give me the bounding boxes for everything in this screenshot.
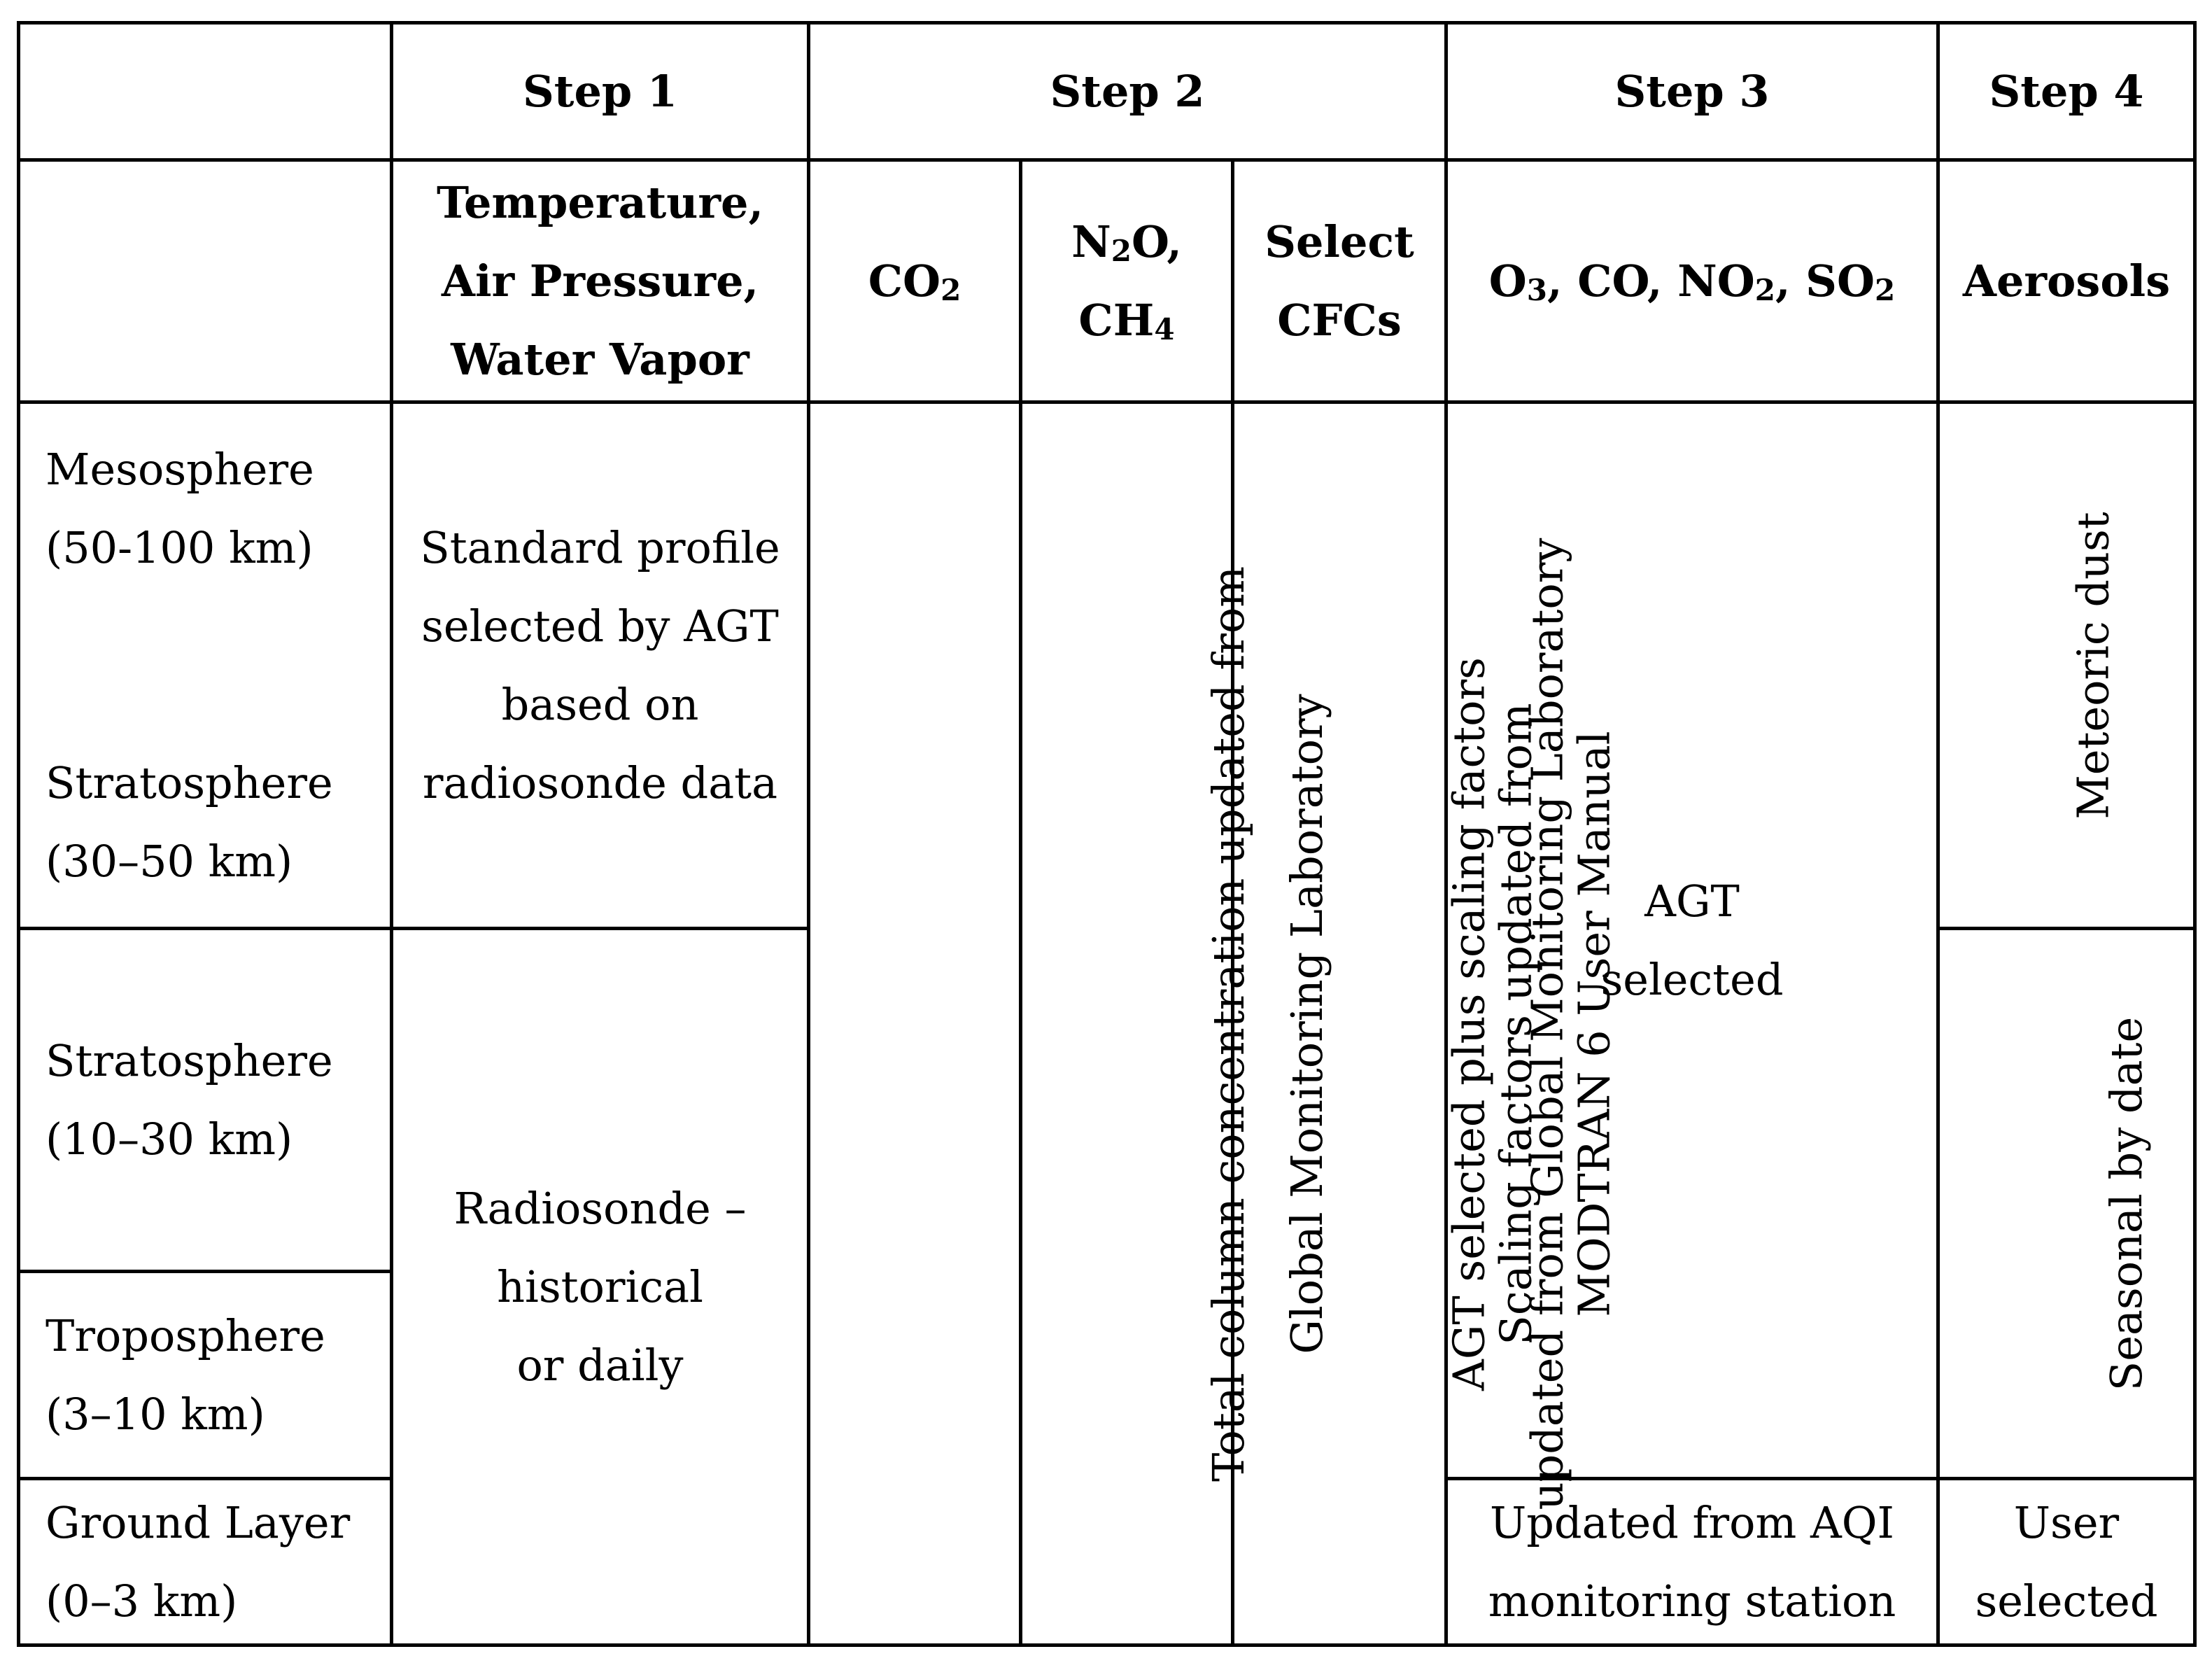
layer-name: Ground Layer [45,1496,351,1548]
step1-upper-cell: Standard profile selected by AGT based o… [390,400,810,930]
layer-range: (3–10 km) [45,1388,265,1440]
aerosols-middle-cell: Seasonal by date [1936,927,2197,1480]
step2-header: Step 2 [807,21,1448,162]
layer-range: (30–50 km) [45,835,293,887]
n-subscript: 2 [1111,233,1132,268]
step3-header: Step 3 [1444,21,1940,162]
cell-line: Scaling factors updated from [1490,702,1542,1345]
cell-line: Radiosonde – [453,1182,747,1234]
subheader-line: Select [1264,216,1414,267]
n2o-ch4-cell: AGT selected plus scaling factors update… [1019,400,1572,1647]
step3-ground-cell: Updated from AQI monitoring station [1444,1477,1940,1647]
layer-range: (50-100 km) [45,521,314,573]
corner-header-cell [17,21,393,162]
cell-line: Total column concentration updated from [1203,566,1255,1482]
meteoric-dust-text: Meteoric dust [2067,511,2119,820]
cell-line: selected by AGT [421,600,779,652]
step4-header: Step 4 [1936,21,2197,162]
cell-line: based on [501,678,699,730]
n-label: N [1071,216,1111,267]
aerosols-ground-cell: User selected [1936,1477,2197,1647]
cell-line: Updated from AQI [1489,1496,1895,1548]
so2-subscript: 2 [1874,272,1896,307]
co-no-label: , CO, NO [1547,255,1755,307]
co2-cell: Total column concentration updated from … [807,400,1332,1647]
layer-name: Troposphere [45,1310,325,1361]
subheader-line: Temperature, [436,176,764,228]
cell-line: historical [497,1261,703,1312]
cfcs-subheader: Select CFCs [1231,158,1448,404]
cell-line: radiosonde data [422,757,778,808]
step1-lower-cell: Radiosonde – historical or daily [390,927,810,1647]
step1-header: Step 1 [390,21,810,162]
cell-line: monitoring station [1488,1575,1896,1627]
cell-line: selected [1975,1575,2158,1627]
co2-subheader: CO2 [807,158,1022,404]
step1-subheader: Temperature, Air Pressure, Water Vapor [390,158,810,404]
layer-name: Mesosphere [45,443,314,495]
ch-subscript: 4 [1154,311,1175,346]
layer-ground: Ground Layer (0–3 km) [17,1477,393,1647]
cell-line: selected [1600,953,1784,1005]
cell-line: AGT [1644,875,1740,927]
subheader-line: Air Pressure, [441,255,759,307]
o3-subscript: 3 [1526,272,1548,307]
layer-range: (0–3 km) [45,1575,238,1627]
step3-upper-cell: AGT selected [1444,400,1940,1480]
cell-line: Standard profile [420,521,780,573]
cell-line: MODTRAN 6 User Manual [1568,730,1620,1317]
cell-line: User [2013,1496,2120,1548]
subheader-line: Water Vapor [451,333,749,385]
so-label: , SO [1775,255,1875,307]
corner-subheader-cell [17,158,393,404]
layer-name: Stratosphere [45,757,333,808]
step3-subheader: O3, CO, NO2, SO2 [1444,158,1940,404]
cell-line: or daily [516,1339,684,1391]
o-label: O, [1131,216,1182,267]
seasonal-by-date-text: Seasonal by date [2101,1016,2153,1391]
co2-label: CO [868,255,941,307]
o3-label: O [1488,255,1527,307]
aerosols-subheader: Aerosols [1936,158,2197,404]
layer-troposphere: Troposphere (3–10 km) [17,1270,393,1480]
aerosols-upper-cell: Meteoric dust [1936,400,2197,930]
layer-mesosphere-stratosphere-upper: Mesosphere (50-100 km) Stratosphere (30–… [17,400,393,930]
co2-subscript: 2 [941,272,961,307]
co2-rotated-text: Total column concentration updated from … [1190,566,1346,1481]
subheader-line: CFCs [1277,294,1402,346]
n2o-ch4-subheader: N2O, CH4 [1019,158,1234,404]
cfcs-cell: Scaling factors updated from MODTRAN 6 U… [1231,400,1620,1647]
layer-range: (10–30 km) [45,1113,293,1165]
ch-label: CH [1078,294,1155,346]
atmosphere-parameter-table: Step 1 Step 2 Step 3 Step 4 Temperature,… [17,21,2197,1647]
cell-line: Global Monitoring Laboratory [1281,693,1333,1354]
layer-stratosphere-lower: Stratosphere (10–30 km) [17,927,393,1273]
cfcs-rotated-text: Scaling factors updated from MODTRAN 6 U… [1477,703,1634,1345]
layer-name: Stratosphere [45,1034,333,1086]
no2-subscript: 2 [1754,272,1776,307]
